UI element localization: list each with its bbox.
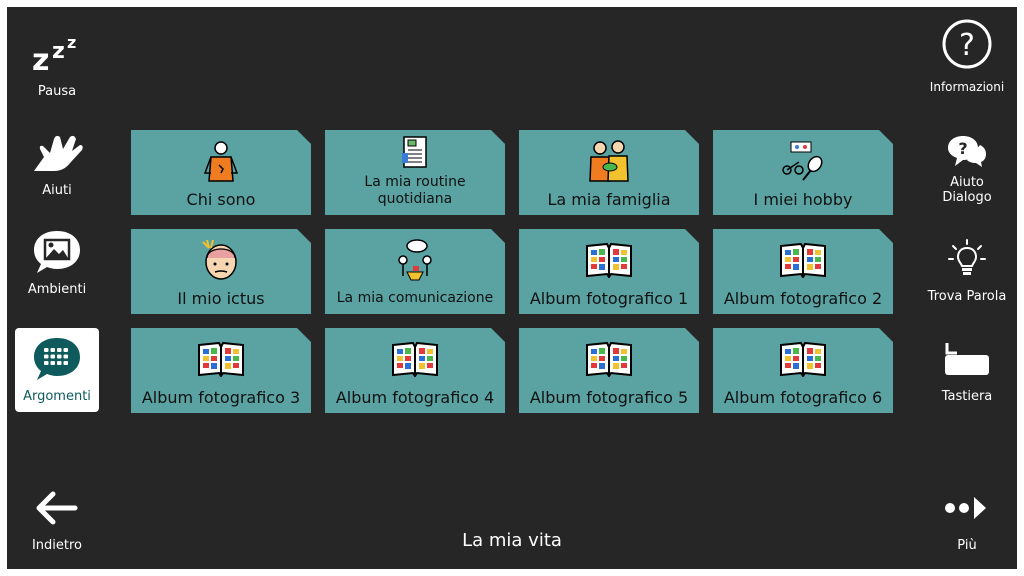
hobby-icon <box>777 130 829 191</box>
help-label: Aiuti <box>42 183 72 198</box>
tile-label: Album fotografico 5 <box>529 388 689 407</box>
environments-button[interactable]: Ambienti <box>15 221 99 305</box>
back-arrow-icon <box>35 477 79 538</box>
info-button[interactable]: ? Informazioni <box>925 7 1009 103</box>
person-icon <box>201 130 241 191</box>
photo-album-icon <box>779 229 827 290</box>
keyboard-label: Tastiera <box>941 389 993 404</box>
tile-label: La mia routine quotidiana <box>364 174 466 207</box>
find-word-label: Trova Parola <box>927 289 1007 304</box>
back-label: Indietro <box>31 538 83 553</box>
keyboard-icon <box>943 328 991 389</box>
tile-album-4[interactable]: Album fotografico 4 <box>325 328 505 413</box>
tile-comunicazione[interactable]: La mia comunicazione <box>325 229 505 314</box>
help-icon: ? <box>941 7 993 80</box>
photo-album-icon <box>779 328 827 389</box>
tile-famiglia[interactable]: La mia famiglia <box>519 130 699 215</box>
more-label: Più <box>957 538 977 553</box>
tile-label: Album fotografico 2 <box>723 289 883 308</box>
page-title: La mia vita <box>462 530 562 551</box>
tile-hobby[interactable]: I miei hobby <box>713 130 893 215</box>
find-word-button[interactable]: Trova Parola <box>925 228 1009 312</box>
back-button[interactable]: Indietro <box>15 477 99 561</box>
topics-label: Argomenti <box>23 389 91 404</box>
photo-album-icon <box>585 328 633 389</box>
tile-label: Chi sono <box>186 190 256 209</box>
svg-text:z: z <box>67 34 76 52</box>
hand-icon <box>30 122 84 183</box>
lightbulb-icon <box>947 228 987 289</box>
svg-text:z: z <box>32 43 49 74</box>
image-icon <box>32 221 82 282</box>
chat-help-icon: ? <box>947 129 987 175</box>
tile-label: La mia famiglia <box>547 190 671 209</box>
tile-routine[interactable]: La mia routine quotidiana <box>325 130 505 215</box>
photo-album-icon <box>585 229 633 290</box>
tile-label: Album fotografico 4 <box>335 388 495 407</box>
tile-label: La mia comunicazione <box>336 290 494 306</box>
pause-label: Pausa <box>37 84 77 99</box>
svg-text:z: z <box>52 39 65 64</box>
tile-album-3[interactable]: Album fotografico 3 <box>131 328 311 413</box>
tile-label: Album fotografico 3 <box>141 388 301 407</box>
tile-label: Album fotografico 1 <box>529 289 689 308</box>
tile-label: Album fotografico 6 <box>723 388 883 407</box>
dialog-help-label: Aiuto Dialogo <box>942 175 992 205</box>
environments-label: Ambienti <box>27 282 87 297</box>
communication-icon <box>393 229 437 290</box>
tile-chi-sono[interactable]: Chi sono <box>131 130 311 215</box>
head-stroke-icon <box>201 229 241 290</box>
tile-ictus[interactable]: Il mio ictus <box>131 229 311 314</box>
photo-album-icon <box>391 328 439 389</box>
grid-chat-icon <box>32 328 82 389</box>
more-button[interactable]: Più <box>925 477 1009 561</box>
more-arrow-icon <box>944 477 990 538</box>
family-icon <box>586 130 632 191</box>
info-label: Informazioni <box>929 80 1005 94</box>
svg-text:?: ? <box>958 139 967 158</box>
photo-album-icon <box>197 328 245 389</box>
svg-text:?: ? <box>959 28 975 63</box>
keyboard-button[interactable]: Tastiera <box>925 328 1009 412</box>
tile-label: I miei hobby <box>753 190 853 209</box>
tile-album-5[interactable]: Album fotografico 5 <box>519 328 699 413</box>
tile-album-2[interactable]: Album fotografico 2 <box>713 229 893 314</box>
tile-album-6[interactable]: Album fotografico 6 <box>713 328 893 413</box>
tile-label: Il mio ictus <box>177 289 265 308</box>
topics-button[interactable]: Argomenti <box>15 328 99 412</box>
schedule-icon <box>400 130 430 174</box>
tile-album-1[interactable]: Album fotografico 1 <box>519 229 699 314</box>
dialog-help-button[interactable]: ? Aiuto Dialogo <box>925 129 1009 213</box>
help-hand-button[interactable]: Aiuti <box>15 122 99 206</box>
